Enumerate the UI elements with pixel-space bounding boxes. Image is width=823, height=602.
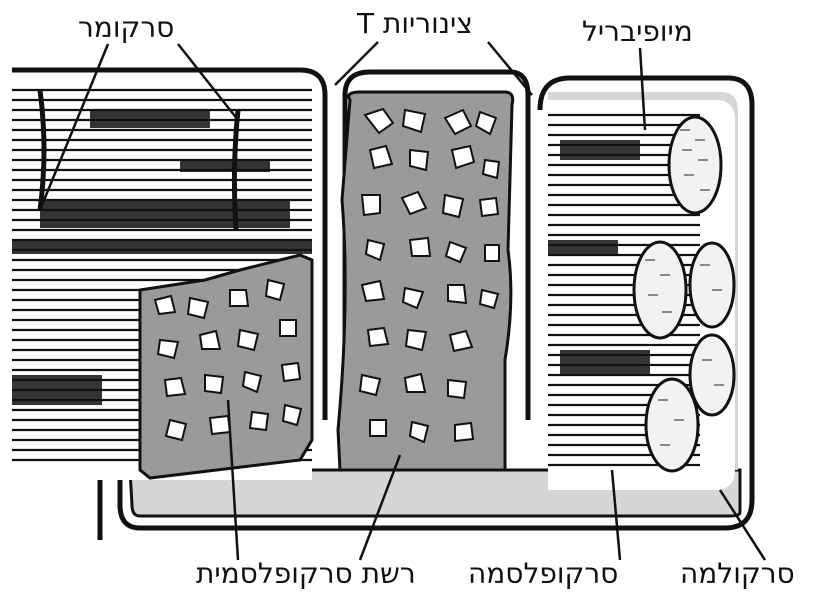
label-sarcoplasm: סרקופלסמה [468,560,618,588]
label-sarcomere: סרקומר [78,14,174,42]
label-sarcolemma: סרקולמה [680,560,795,588]
label-myofibril: מיופיבריל [582,18,693,46]
label-sarcoplasmic-reticulum: רשת סרקופלסמית [196,560,416,588]
label-t-tubules: צינוריות T [357,10,473,38]
